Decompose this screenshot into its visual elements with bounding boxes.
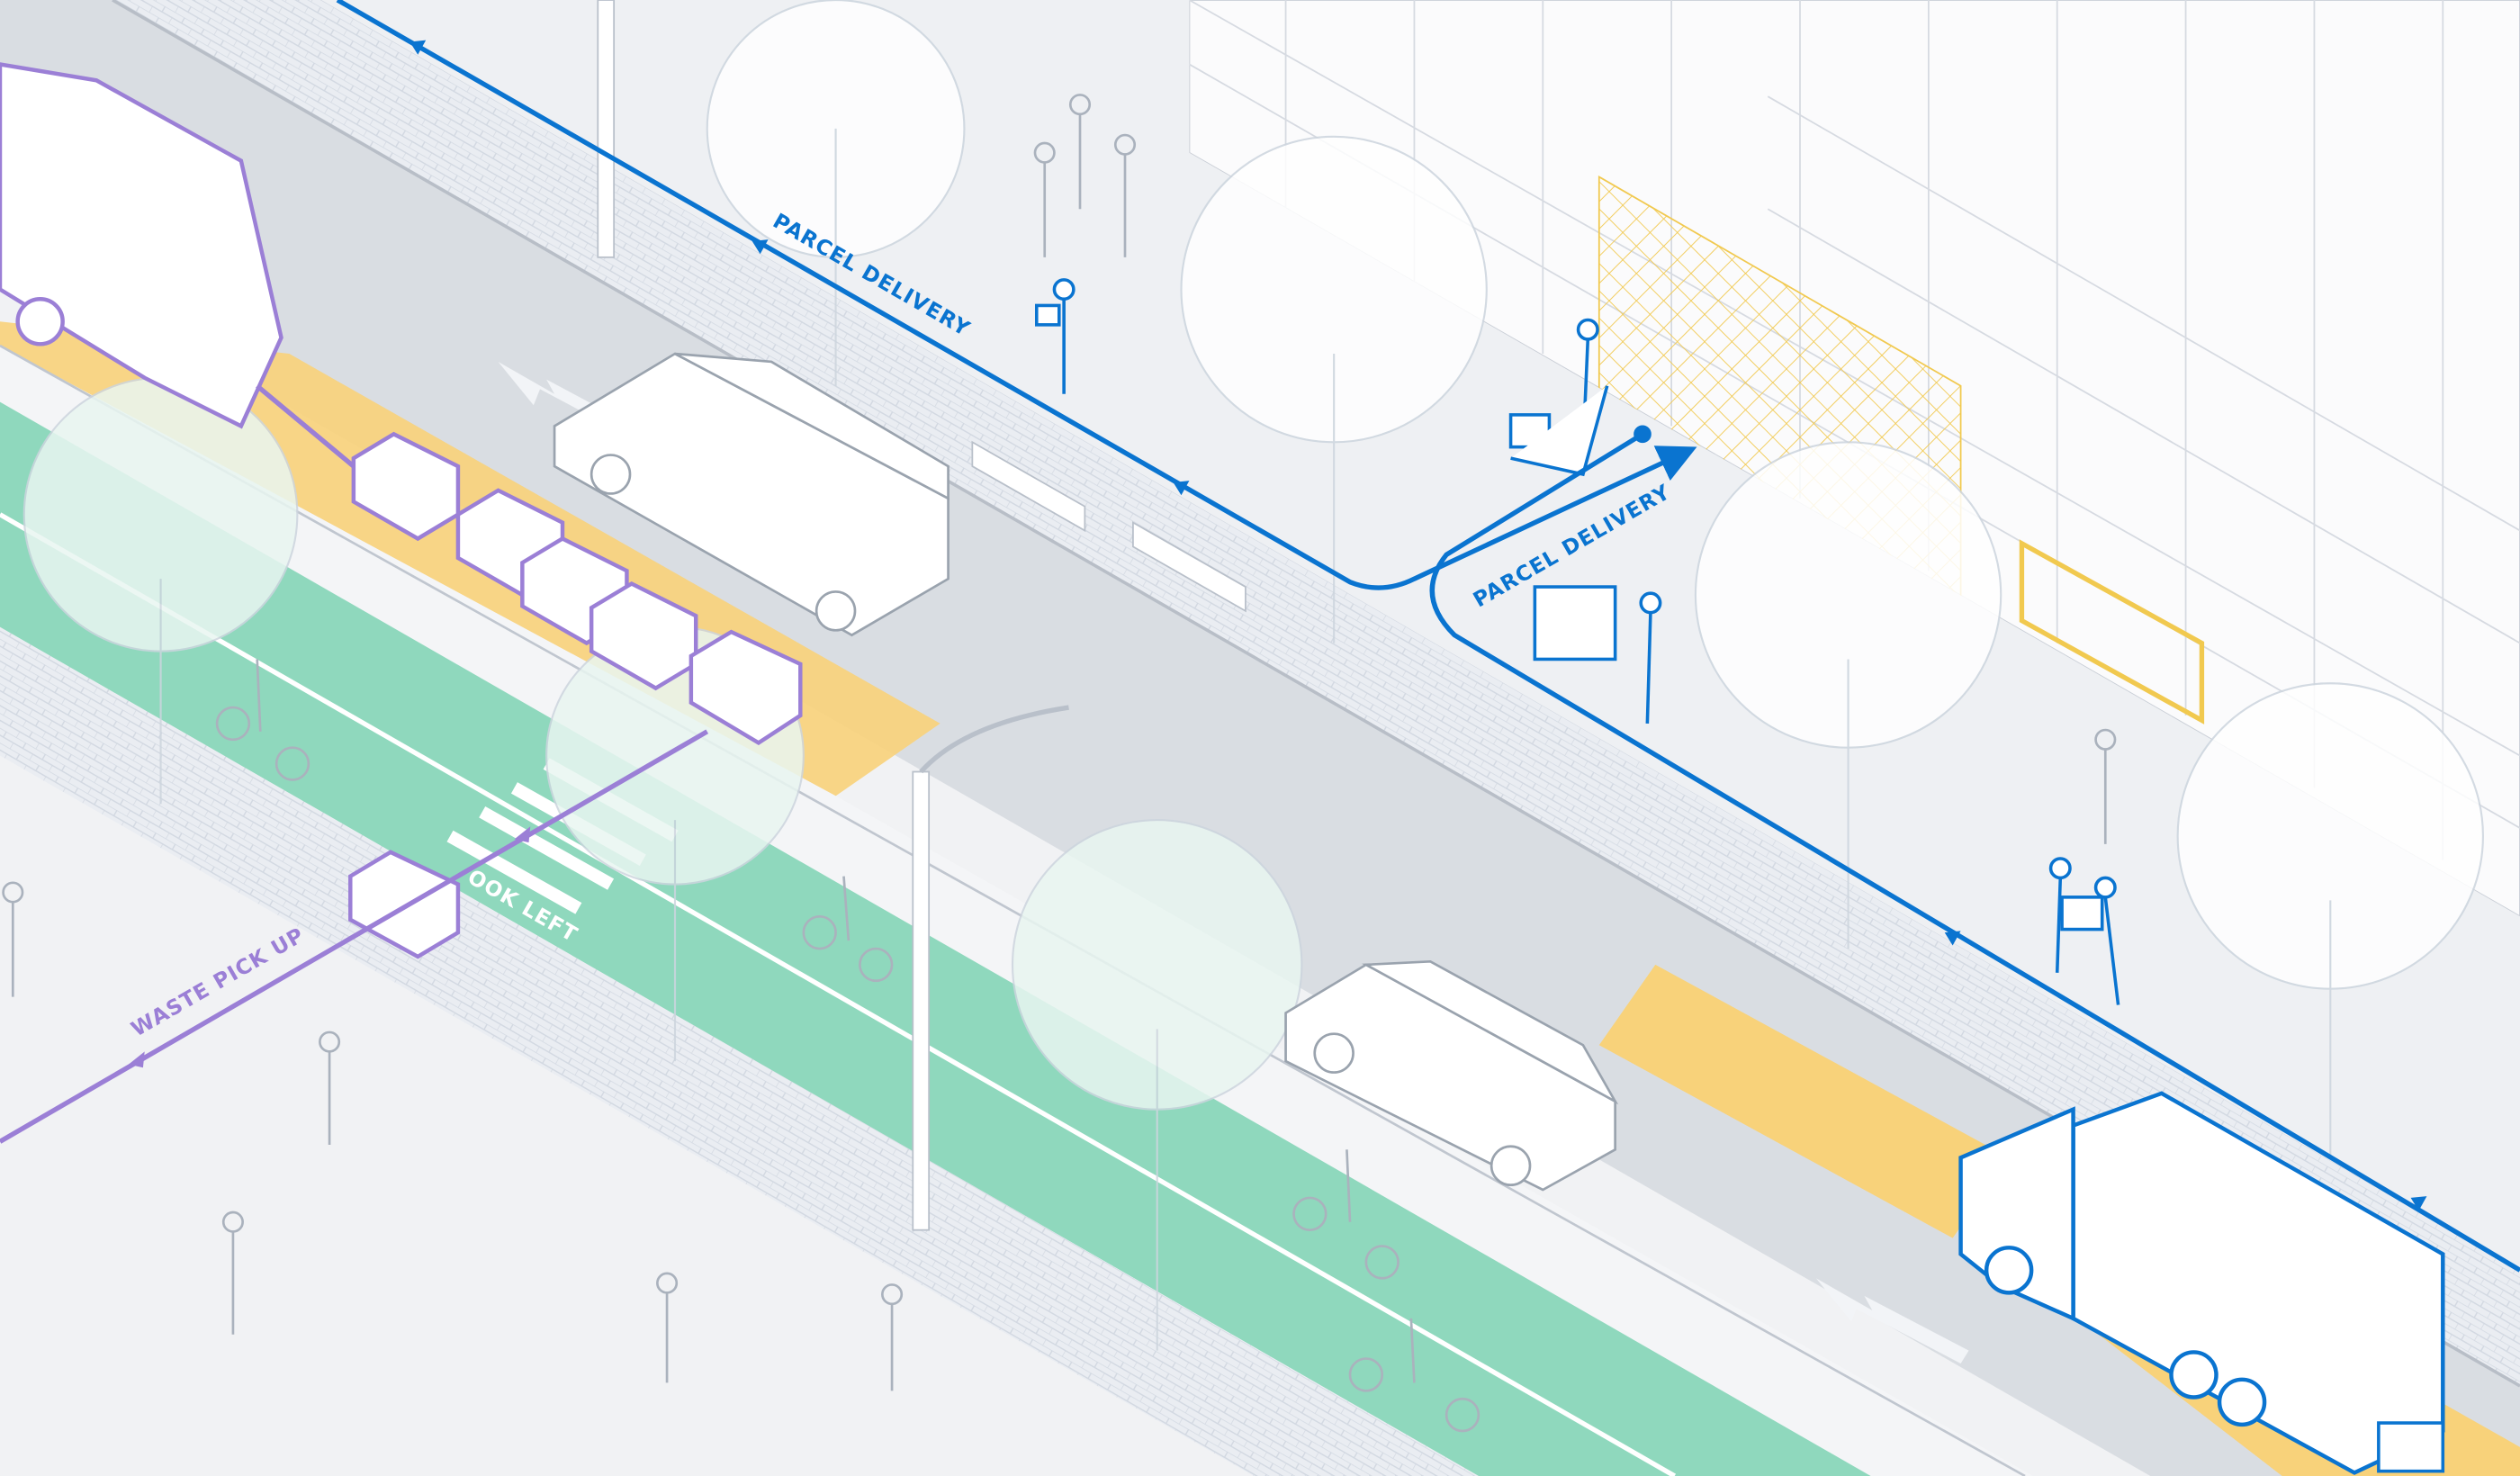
courier-with-box-icon (1035, 278, 1076, 394)
delivery-van-icon (553, 352, 950, 637)
pedestrian-icon (1033, 141, 1056, 257)
trees (22, 0, 2484, 1351)
waste-pick-up-route (0, 383, 709, 1144)
bike-lane-divider (0, 512, 1677, 1476)
waste-bin-icon (688, 629, 803, 745)
tree-icon (1694, 441, 2002, 950)
lower-paving-strip (0, 626, 1479, 1476)
loading-zone-parcel (1598, 964, 2010, 1238)
pedestrian-icon (1068, 94, 1092, 210)
couriers (1035, 278, 2445, 1473)
pedestrian-icon (319, 1030, 341, 1145)
street-lamp-icon (597, 0, 1069, 1231)
hand-truck-icon (1508, 318, 1609, 477)
yellow-doorway (2019, 539, 2205, 724)
pedestrian-icon (2094, 728, 2117, 844)
road-arrow (1815, 1278, 1969, 1364)
parcel-box-icon (2377, 1421, 2445, 1473)
bike-lane (0, 401, 1871, 1476)
bench-icon (971, 440, 1246, 613)
cyclist-icon (802, 876, 894, 983)
pedestrian-icon (221, 1210, 244, 1335)
cyclist-icon (1348, 1318, 1480, 1433)
waste-bins (348, 431, 803, 959)
pedestrian-icon (2, 881, 24, 997)
tree-icon (706, 0, 966, 386)
cyclist-icon (1292, 1149, 1400, 1280)
box-truck-icon (1958, 1091, 2445, 1475)
courier-pair-icon (2048, 857, 2120, 1005)
lower-sidewalk (0, 755, 1254, 1476)
parcel-delivery-route (336, 0, 2520, 1273)
sedan-icon (1284, 959, 1619, 1192)
pedestrian-icon (881, 1283, 904, 1391)
waste-bin-icon (348, 850, 461, 959)
people (2, 94, 2117, 1433)
pedestrian-icon (656, 1272, 679, 1383)
tree-icon (2176, 682, 2484, 1158)
tree-icon (1011, 819, 1303, 1351)
hand-truck-icon (1533, 585, 1662, 724)
cyclist-icon (215, 659, 310, 781)
tree-icon (1180, 135, 1488, 644)
pedestrian-icon (1113, 133, 1137, 257)
road-arrow (498, 361, 595, 415)
garbage-truck-icon (0, 62, 284, 429)
